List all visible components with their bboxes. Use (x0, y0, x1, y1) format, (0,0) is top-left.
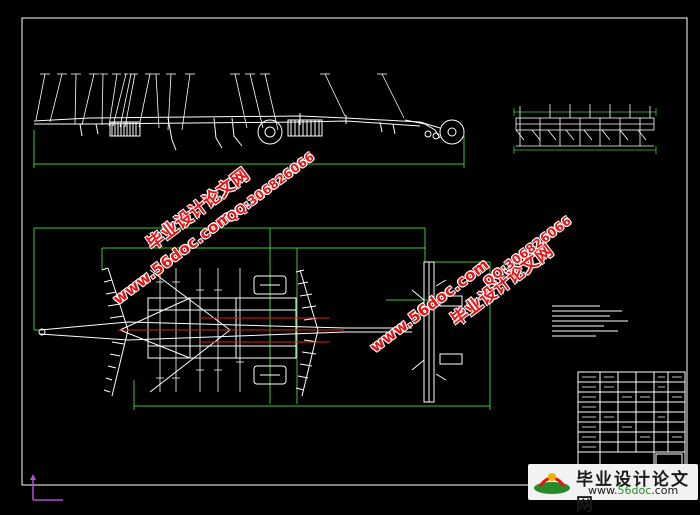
wheel-left (253, 275, 287, 295)
transport-wheel (257, 119, 283, 145)
plan-view (38, 261, 463, 403)
end-view-dimensions (513, 146, 657, 154)
hitch (404, 119, 441, 139)
side-main-beam (33, 115, 441, 129)
brand-logo-icon (534, 473, 570, 494)
shank-3 (231, 117, 243, 147)
centerline (118, 317, 344, 343)
side-view (33, 73, 465, 151)
ucs-axis-icon (30, 474, 63, 501)
drawbar (39, 321, 346, 341)
drawing-border (21, 17, 688, 486)
rear-disk-gang-plan (295, 269, 319, 397)
title-block-fill (582, 376, 682, 448)
plan-view-dimensions (33, 227, 491, 410)
cad-drawing-canvas (21, 17, 688, 486)
front-disk-gang (109, 121, 141, 137)
title-block (577, 371, 686, 469)
wheel-right (253, 365, 287, 385)
shank-1 (167, 117, 177, 151)
brand-footer-logo: 毕业设计论文网 www.56doc.com (528, 464, 698, 515)
rear-disk-gang (287, 119, 323, 137)
end-view (513, 104, 657, 147)
main-frame (147, 297, 297, 359)
brand-url: www.56doc.com (588, 484, 679, 497)
shank-2 (213, 117, 223, 149)
technical-notes (552, 305, 628, 337)
side-view-dimensions (33, 130, 465, 168)
leader-labels (35, 73, 405, 131)
